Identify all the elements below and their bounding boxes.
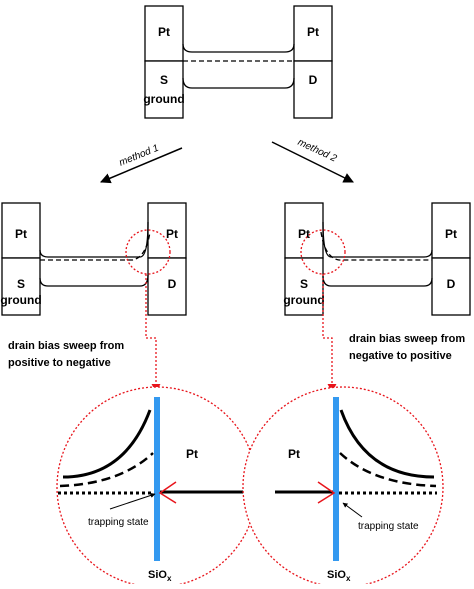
right-zoom-detail: trapping state Pt SiOx bbox=[242, 386, 444, 588]
right-channel-lower bbox=[322, 275, 433, 287]
right-device bbox=[284, 202, 471, 316]
left-device bbox=[1, 202, 187, 316]
top-device bbox=[144, 5, 333, 119]
left-zoom-pt-label: Pt bbox=[186, 447, 198, 461]
left-caption-line-1: drain bias sweep from bbox=[8, 340, 124, 352]
left-zoom-region bbox=[125, 229, 171, 275]
right-zoom-channel-curve bbox=[339, 409, 435, 479]
left-fermi-level bbox=[40, 231, 151, 261]
left-zoom-connector bbox=[145, 274, 161, 393]
left-zoom-channel-curve bbox=[62, 409, 152, 479]
right-caption-line-1: drain bias sweep from bbox=[349, 333, 465, 345]
right-drain-label: D bbox=[447, 277, 456, 291]
right-oxide-layer bbox=[333, 397, 339, 561]
method-2-arrow bbox=[271, 141, 354, 183]
top-source-pt-electrode bbox=[144, 5, 184, 62]
right-source-pt-label: Pt bbox=[298, 227, 310, 241]
right-trapping-state-mark bbox=[317, 481, 336, 504]
top-source-label: S bbox=[160, 73, 168, 87]
right-fermi-level bbox=[320, 231, 432, 261]
left-trapping-state-label: trapping state bbox=[88, 517, 149, 528]
top-drain-label: D bbox=[309, 73, 318, 87]
right-channel-upper bbox=[322, 221, 433, 258]
left-zoom-detail: trapping state Pt SiOx bbox=[56, 386, 258, 588]
right-trapping-state-label: trapping state bbox=[358, 521, 419, 532]
method-1-arrow bbox=[100, 147, 183, 184]
right-zoom-region bbox=[300, 229, 346, 275]
top-drain-pt-label: Pt bbox=[307, 25, 319, 39]
left-channel-upper bbox=[39, 221, 149, 258]
left-drain-electrode bbox=[147, 257, 187, 316]
method-1-label: method 1 bbox=[118, 143, 161, 169]
left-zoom-fermi-curve bbox=[59, 452, 154, 488]
left-ground-label: ground bbox=[0, 293, 41, 307]
right-siox-label: SiOx bbox=[327, 569, 351, 583]
right-drain-pt-electrode bbox=[431, 202, 471, 259]
right-source-label: S bbox=[300, 277, 308, 291]
left-trapping-state-mark bbox=[158, 481, 177, 504]
right-zoom-connector bbox=[322, 274, 337, 393]
left-siox-label: SiOx bbox=[148, 569, 172, 583]
right-ground-label: ground bbox=[283, 293, 324, 307]
left-source-pt-label: Pt bbox=[15, 227, 27, 241]
top-source-pt-label: Pt bbox=[158, 25, 170, 39]
left-channel-lower bbox=[39, 274, 149, 287]
right-zoom-pt-label: Pt bbox=[288, 447, 300, 461]
left-drain-label: D bbox=[168, 277, 177, 291]
right-source-electrode bbox=[284, 257, 324, 316]
right-caption-line-2: negative to positive bbox=[349, 350, 452, 362]
right-drain-electrode bbox=[431, 257, 471, 316]
method-2-label: method 2 bbox=[296, 137, 339, 165]
top-channel-lower bbox=[182, 77, 295, 89]
left-oxide-layer bbox=[154, 397, 160, 561]
left-source-label: S bbox=[17, 277, 25, 291]
right-zoom-fermi-curve bbox=[339, 452, 437, 488]
left-source-electrode bbox=[1, 257, 41, 316]
right-trapping-state-arrow bbox=[342, 502, 363, 518]
left-drain-pt-label: Pt bbox=[166, 227, 178, 241]
top-channel-upper bbox=[182, 43, 295, 53]
left-trapping-state-arrow bbox=[109, 493, 156, 510]
right-drain-pt-label: Pt bbox=[445, 227, 457, 241]
left-caption-line-2: positive to negative bbox=[8, 357, 111, 369]
top-source-electrode bbox=[144, 60, 184, 119]
top-drain-electrode bbox=[293, 60, 333, 119]
top-ground-label: ground bbox=[143, 92, 184, 106]
